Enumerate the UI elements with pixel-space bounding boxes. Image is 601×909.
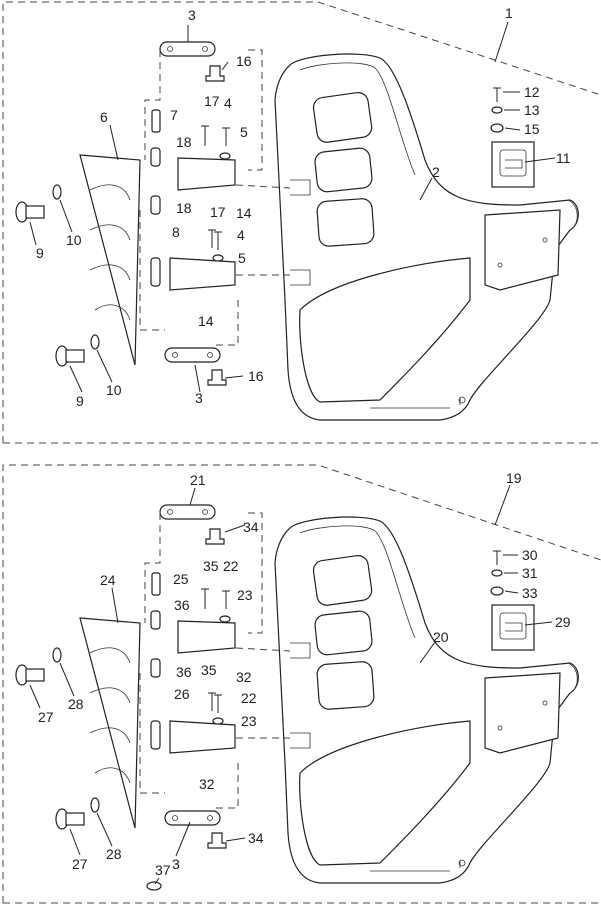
callout-29: 29 [555, 614, 571, 630]
callout-30: 30 [522, 547, 538, 563]
callout-22: 22 [223, 558, 239, 574]
callout-28: 28 [106, 846, 122, 862]
callout-27: 27 [72, 856, 88, 872]
callout-35: 35 [201, 662, 217, 678]
callout-19: 19 [506, 470, 522, 486]
callout-5: 5 [238, 250, 246, 266]
top-panel-border [2, 1, 601, 443]
callout-15: 15 [524, 121, 540, 137]
callout-4: 4 [237, 227, 245, 243]
callout-11: 11 [556, 150, 571, 166]
bottom-callouts: 21 19 34 35 22 25 23 30 31 33 24 36 29 2… [38, 470, 571, 878]
callout-3: 3 [188, 7, 196, 23]
callout-12: 12 [524, 84, 540, 100]
washer-37 [146, 881, 162, 891]
callout-26: 26 [174, 686, 190, 702]
callout-2: 2 [432, 164, 440, 180]
callout-16: 16 [248, 368, 264, 384]
callout-28: 28 [68, 696, 84, 712]
callout-13: 13 [524, 102, 540, 118]
callout-18: 18 [176, 200, 192, 216]
callout-3: 3 [195, 390, 203, 406]
callout-18: 18 [176, 134, 192, 150]
callout-23: 23 [237, 587, 253, 603]
callout-9: 9 [36, 245, 44, 261]
callout-6: 6 [100, 109, 108, 125]
bottom-assembly [15, 504, 579, 884]
callout-24: 24 [100, 572, 116, 588]
callout-10: 10 [66, 232, 82, 248]
callout-1: 1 [505, 5, 513, 21]
callout-35: 35 [203, 558, 219, 574]
callout-32: 32 [236, 669, 252, 685]
callout-25: 25 [173, 571, 189, 587]
callout-32: 32 [199, 776, 215, 792]
callout-10: 10 [106, 382, 122, 398]
callout-17: 17 [204, 93, 220, 109]
callout-7: 7 [170, 107, 178, 123]
callout-16: 16 [236, 53, 252, 69]
callout-34: 34 [243, 519, 259, 535]
callout-36: 36 [176, 664, 192, 680]
bottom-panel-border [2, 464, 601, 903]
callout-14: 14 [236, 205, 252, 221]
callout-9: 9 [76, 393, 84, 409]
top-assembly [15, 41, 579, 421]
callout-4: 4 [224, 95, 232, 111]
callout-23: 23 [241, 713, 257, 729]
callout-21: 21 [190, 472, 206, 488]
callout-20: 20 [433, 629, 449, 645]
callout-8: 8 [172, 224, 180, 240]
callout-36: 36 [174, 597, 190, 613]
callout-34: 34 [248, 830, 264, 846]
top-callouts: 3 1 16 17 4 7 12 13 15 6 18 5 11 2 18 14… [36, 5, 571, 409]
callout-27: 27 [38, 709, 54, 725]
callout-22: 22 [241, 690, 257, 706]
callout-5: 5 [240, 124, 248, 140]
callout-17: 17 [210, 204, 226, 220]
callout-37: 37 [155, 862, 171, 878]
callout-31: 31 [522, 565, 538, 581]
callout-3: 3 [172, 856, 180, 872]
callout-33: 33 [522, 585, 538, 601]
callout-14: 14 [198, 313, 214, 329]
